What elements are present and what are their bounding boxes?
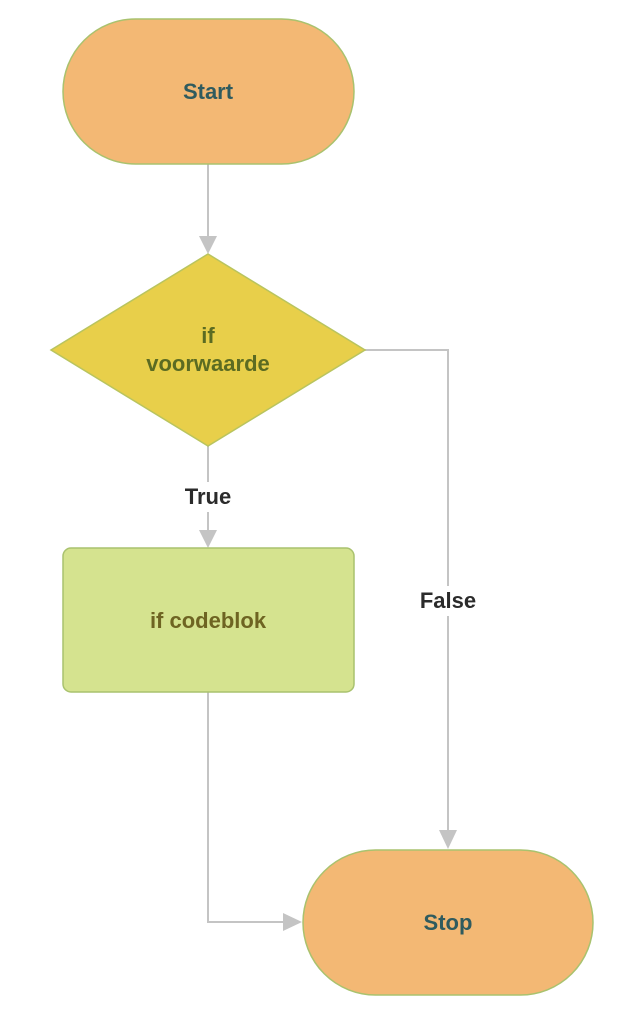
edge-label-false: False (420, 588, 476, 613)
decision-shape (49, 253, 367, 447)
edge-condition-true (199, 446, 217, 548)
node-condition-label-line2: voorwaarde (146, 351, 270, 376)
process-shape (62, 547, 355, 693)
node-start[interactable]: Start (62, 18, 355, 165)
edge-label-true: True (185, 484, 231, 509)
node-start-label: Start (183, 79, 234, 104)
node-condition[interactable]: if voorwaarde (49, 253, 367, 447)
edge-codeblock-to-stop (207, 692, 302, 931)
arrowhead-icon (199, 530, 217, 548)
node-stop-label: Stop (424, 910, 473, 935)
arrowhead-icon (283, 913, 302, 931)
connector-line (207, 692, 286, 923)
edge-condition-false (365, 349, 457, 849)
terminator-shape (302, 849, 594, 996)
connector-line (365, 349, 449, 586)
edge-start-to-condition (199, 164, 217, 254)
terminator-shape (62, 18, 355, 165)
node-codeblock[interactable]: if codeblok (62, 547, 355, 693)
node-condition-label-line1: if (201, 323, 215, 348)
arrowhead-icon (439, 830, 457, 849)
node-stop[interactable]: Stop (302, 849, 594, 996)
node-codeblock-label: if codeblok (150, 608, 267, 633)
arrowhead-icon (199, 236, 217, 254)
